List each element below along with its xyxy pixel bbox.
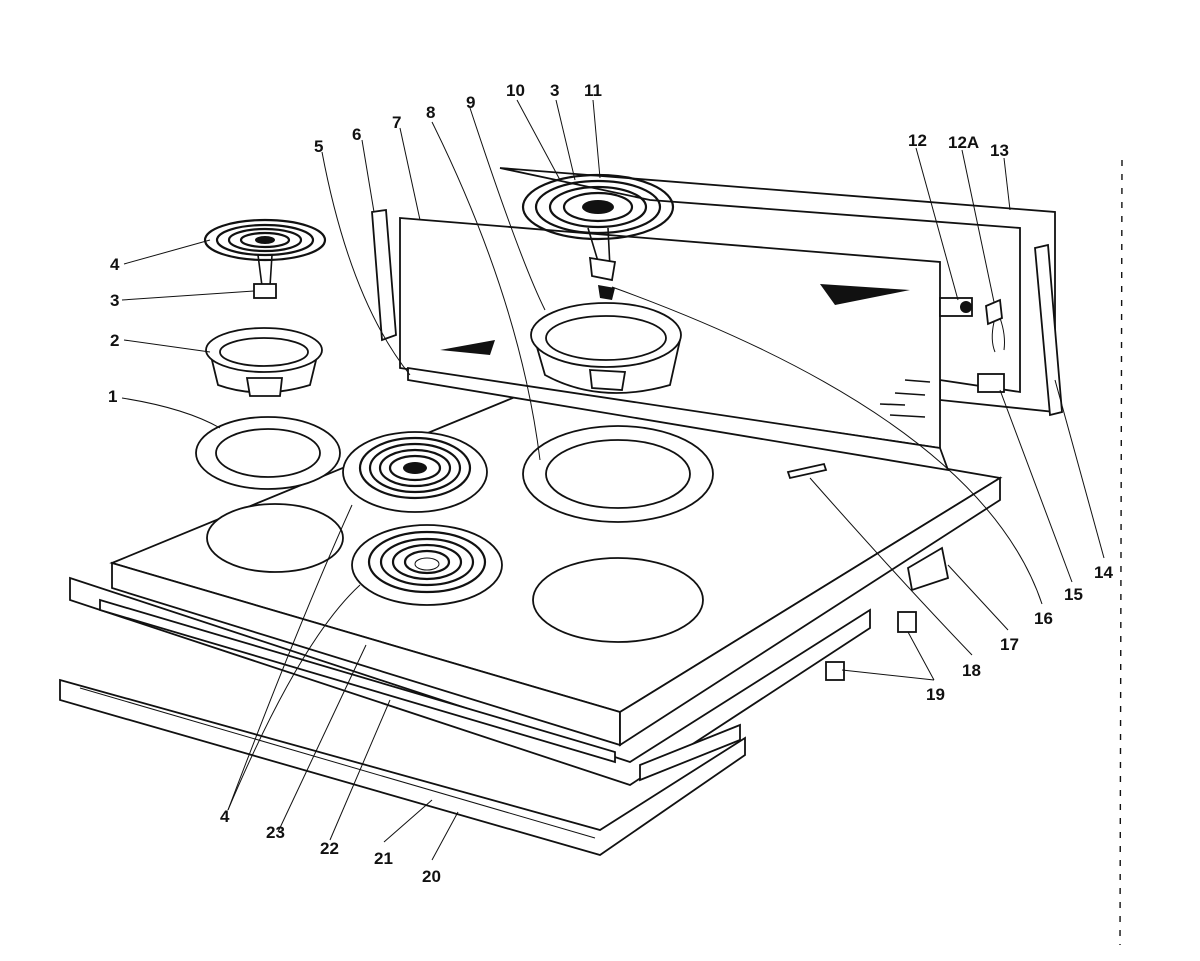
callout-9b: 9 [466,93,475,112]
callout-20: 20 [422,867,441,886]
switch-12a [985,298,1005,353]
frame-layer-22 [99,598,616,764]
callout-4-top: 4 [110,255,120,274]
rear-element-coil [521,173,675,282]
drip-pan-small [205,327,323,397]
callout-9a: 8 [426,103,435,122]
frame-layer-21 [69,576,871,786]
clips-19 [825,611,917,681]
side-trim-strip [371,208,397,342]
callout-10: 10 [506,81,525,100]
switch-12 [939,297,973,317]
callout-6: 6 [352,125,361,144]
installed-coil-upper [342,431,488,513]
vent-slots [879,379,931,418]
exploded-element-coil [203,218,327,287]
drip-pan-large [530,285,682,394]
callout-11: 11 [584,81,602,100]
callout-5: 5 [314,137,323,156]
bracket-17 [907,546,950,592]
callout-22: 22 [320,839,339,858]
page-edge-line [1119,159,1123,946]
installed-coil-lower [351,524,503,606]
callout-14: 14 [1094,563,1113,582]
bottom-frame [59,678,746,856]
callout-21: 21 [374,849,393,868]
callout-19: 19 [926,685,945,704]
clip-15 [977,373,1005,393]
callout-1: 1 [108,387,117,406]
leader-lines [121,99,1105,861]
screw-18 [786,462,828,480]
callout-15: 15 [1064,585,1083,604]
callout-16: 16 [1034,609,1053,628]
callout-2: 2 [110,331,119,350]
callout-3: 3 [110,291,119,310]
callout-7: 7 [392,113,401,132]
trim-ring-large [522,425,714,523]
callout-18: 18 [962,661,981,680]
callout-23: 23 [266,823,285,842]
callout-12a: 12A [948,133,979,152]
callout-13: 13 [990,141,1009,160]
callout-17: 17 [1000,635,1019,654]
callout-12: 12 [908,131,927,150]
end-trim [1034,243,1063,417]
callout-labels: 1 2 3 4 5 6 7 8 9 9 10 3 11 12 12A 13 14… [108,81,1113,886]
cooktop-top [109,394,1003,747]
trim-ring-small [195,416,341,490]
terminal-block [253,283,277,299]
callout-3b: 3 [550,81,559,100]
callout-4-bottom: 4 [220,807,230,826]
